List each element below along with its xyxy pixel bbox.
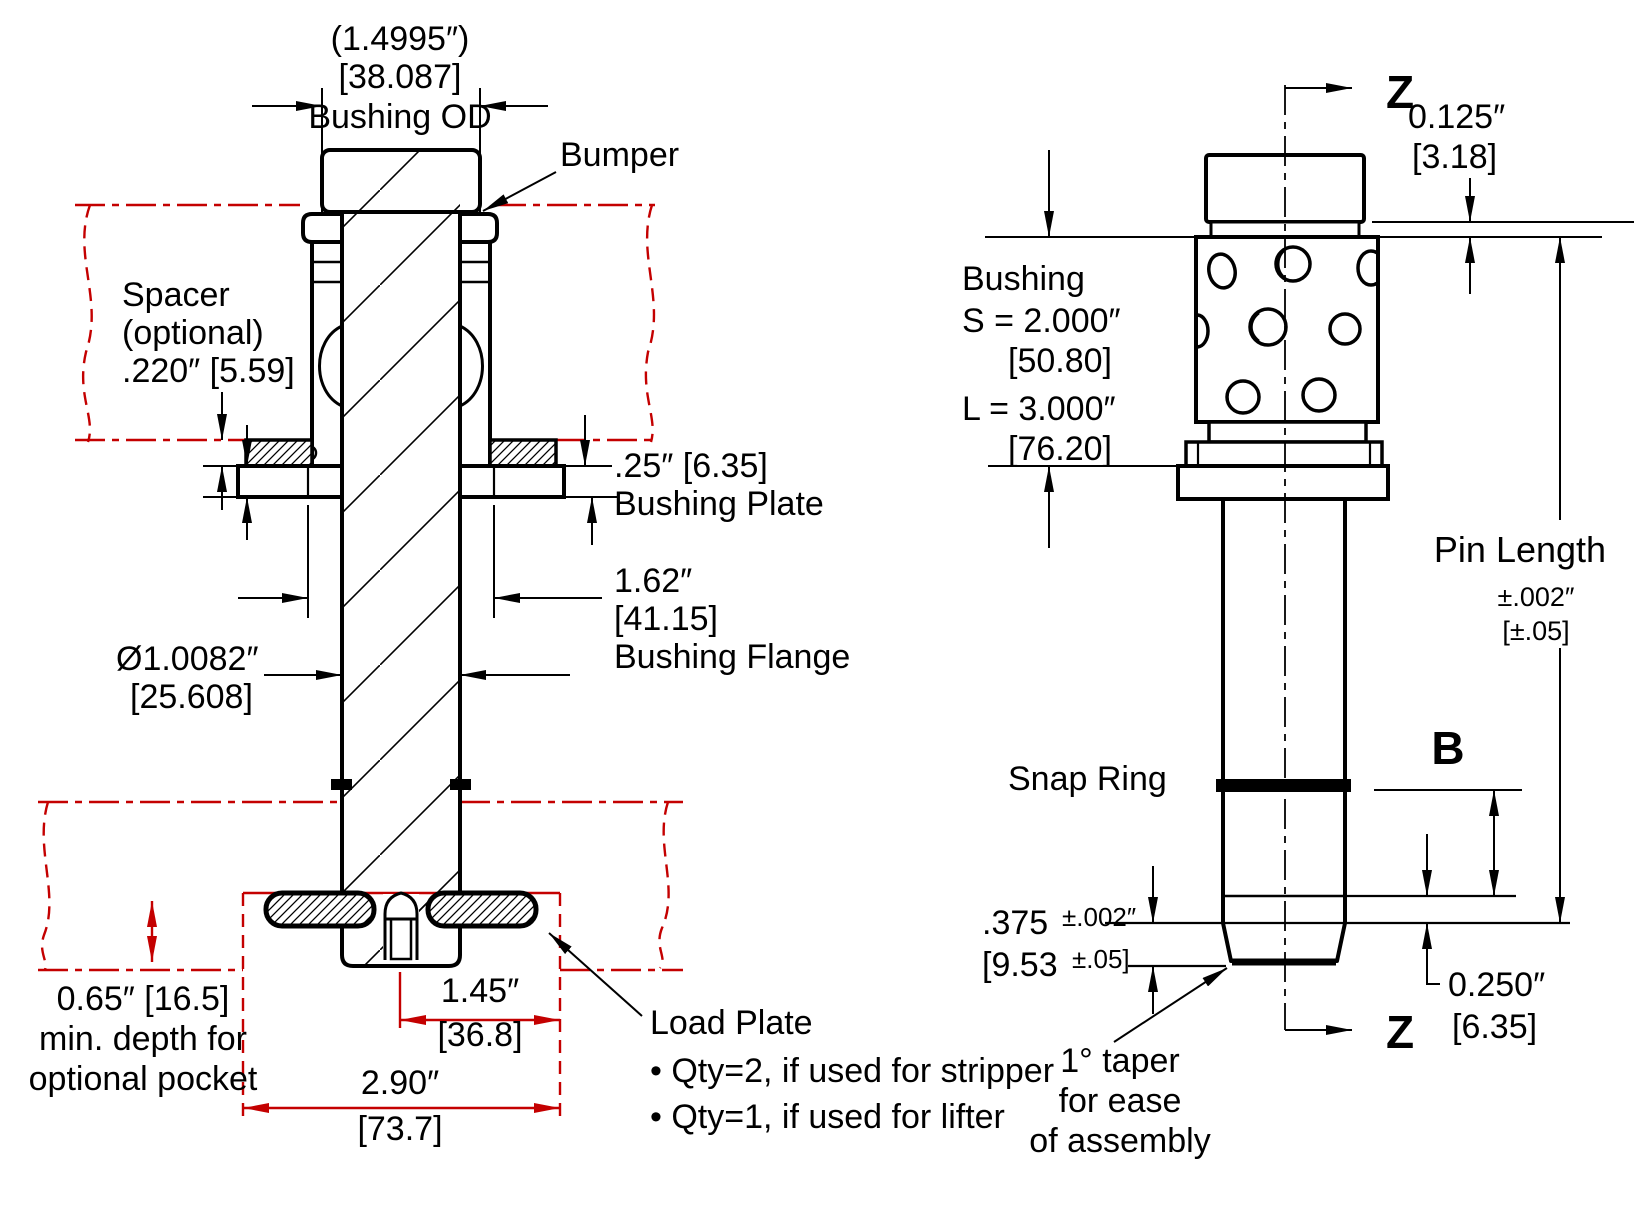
bushing-length-dimension <box>988 150 1178 548</box>
taper-leader <box>1113 967 1228 1043</box>
left-section-view: (1.4995″) [38.087] Bushing OD Bumper Spa… <box>29 20 1054 1148</box>
bushing-flange-label: Bushing Flange <box>614 638 850 676</box>
pocket-depth-text-2: min. depth for <box>39 1020 247 1058</box>
bushing-label: Bushing <box>962 260 1085 298</box>
bushing-plate-dimension <box>562 415 618 545</box>
b-dimension-label: B <box>1431 722 1464 774</box>
upper-die-plate-outline <box>75 203 656 443</box>
bumper-leader <box>482 171 557 212</box>
pin-length-tol-inches: ±.002″ <box>1498 582 1575 612</box>
bushing-od-label: Bushing OD <box>308 98 491 136</box>
bushing-l-mm: [76.20] <box>1008 430 1112 468</box>
pin-shaft <box>1221 499 1347 966</box>
taper-note-2: for ease <box>1059 1082 1182 1120</box>
pin-length-label: Pin Length <box>1434 529 1606 570</box>
pin-diameter-mm: [25.608] <box>130 678 253 716</box>
dim-375-tol: ±.002″ <box>1062 902 1136 932</box>
dim-145-mm: [36.8] <box>437 1016 522 1054</box>
dim-290-inches: 2.90″ <box>361 1064 439 1102</box>
dim-250-dimension <box>1105 834 1570 985</box>
snap-ring-tick-right <box>450 779 471 790</box>
axis-z-bottom: Z <box>1386 1006 1414 1058</box>
pocket-depth-text-1: 0.65″ [16.5] <box>57 980 230 1018</box>
load-plate-bullet-1: • Qty=2, if used for stripper <box>650 1052 1054 1090</box>
load-plate-label: Load Plate <box>650 1004 813 1042</box>
bushing-l-inches: L = 3.000″ <box>962 390 1116 428</box>
bushing-od-inches: (1.4995″) <box>331 20 470 58</box>
pocket-depth-text-3: optional pocket <box>29 1060 258 1098</box>
load-plate-right <box>425 890 539 929</box>
axis-z-top: Z <box>1386 66 1414 118</box>
bushing-plate-label: Bushing Plate <box>614 485 824 523</box>
taper-note-1: 1° taper <box>1060 1042 1179 1080</box>
dim-375-mm-tol: ±.05] <box>1072 944 1130 974</box>
snap-ring <box>1216 779 1351 792</box>
bushing-s-mm: [50.80] <box>1008 342 1112 380</box>
guide-pin-section <box>340 152 462 968</box>
dim-250-mm: [6.35] <box>1452 1008 1537 1046</box>
snap-ring-label: Snap Ring <box>1008 760 1167 798</box>
dim-290-mm: [73.7] <box>357 1110 442 1148</box>
bushing-base <box>1176 420 1390 501</box>
spacer-dimension <box>203 392 252 540</box>
bumper-label: Bumper <box>560 136 679 174</box>
spacer-section <box>244 438 558 468</box>
bushing-plate-section <box>236 464 566 499</box>
load-plate-bullet-2: • Qty=1, if used for lifter <box>650 1098 1005 1136</box>
cap-height-inches: 0.125″ <box>1408 98 1505 136</box>
pin-length-tol-mm: [±.05] <box>1502 616 1569 646</box>
taper-note-3: of assembly <box>1029 1122 1210 1160</box>
bushing-flange-mm: [41.15] <box>614 600 718 638</box>
pocket-dimensions <box>147 893 562 1118</box>
bushing-od-dimension <box>252 88 548 212</box>
dim-145-inches: 1.45″ <box>441 972 519 1010</box>
b-dimension <box>1345 789 1522 898</box>
cap-height-mm: [3.18] <box>1412 138 1497 176</box>
spacer-label-3: .220″ [5.59] <box>122 352 295 390</box>
retaining-screw <box>383 891 419 962</box>
bushing-flange-dimension <box>238 505 602 618</box>
bushing-s-inches: S = 2.000″ <box>962 302 1121 340</box>
dim-375-inches: .375 <box>982 904 1048 942</box>
bushing-plate-dim-text: .25″ [6.35] <box>614 447 768 485</box>
dim-375-dimension <box>1128 866 1226 1014</box>
bushing-od-mm: [38.087] <box>339 58 462 96</box>
right-pin-view: Z 0.125″ [3.18] Bushing S = 2.000″ [50.8… <box>962 66 1634 1160</box>
spacer-label-2: (optional) <box>122 314 264 352</box>
spacer-label-1: Spacer <box>122 276 230 314</box>
bushing-section <box>300 148 499 466</box>
bushing-flange-inches: 1.62″ <box>614 562 692 600</box>
ball-bushing-cage <box>1194 235 1380 424</box>
load-plate-left <box>263 890 377 929</box>
section-axis <box>1285 83 1352 1035</box>
load-plate-leader <box>548 932 643 1017</box>
dim-250-inches: 0.250″ <box>1448 966 1545 1004</box>
snap-ring-tick-left <box>331 779 352 790</box>
pin-diameter-inches: Ø1.0082″ <box>116 640 258 678</box>
dim-375-mm: [9.53 <box>982 946 1058 984</box>
ball-bearings <box>1198 245 1376 415</box>
